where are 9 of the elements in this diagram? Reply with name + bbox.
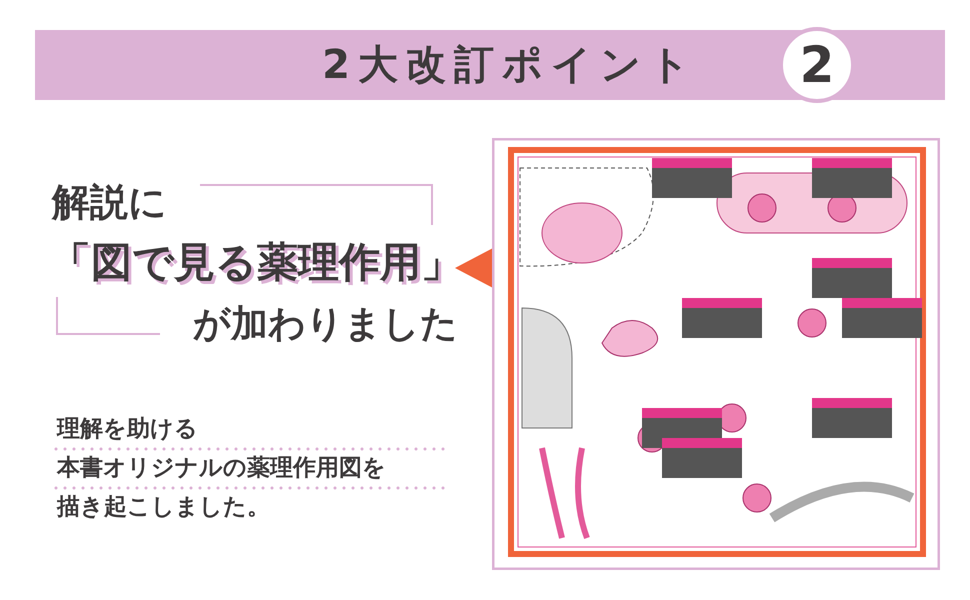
description-text: 本書オリジナルの薬理作用図を: [57, 455, 386, 483]
heading-text: が加わりました: [193, 302, 458, 346]
title: 2大改訂ポイント: [321, 41, 699, 90]
heading-text: 解説に: [52, 180, 167, 226]
heading-text: 「図で見る薬理作用」: [50, 238, 462, 288]
description-text: 理解を助ける: [57, 416, 198, 444]
description-text: 描き起こしました。: [57, 494, 270, 522]
book-page-drawing: [492, 138, 940, 570]
number-text: 2: [800, 40, 834, 90]
